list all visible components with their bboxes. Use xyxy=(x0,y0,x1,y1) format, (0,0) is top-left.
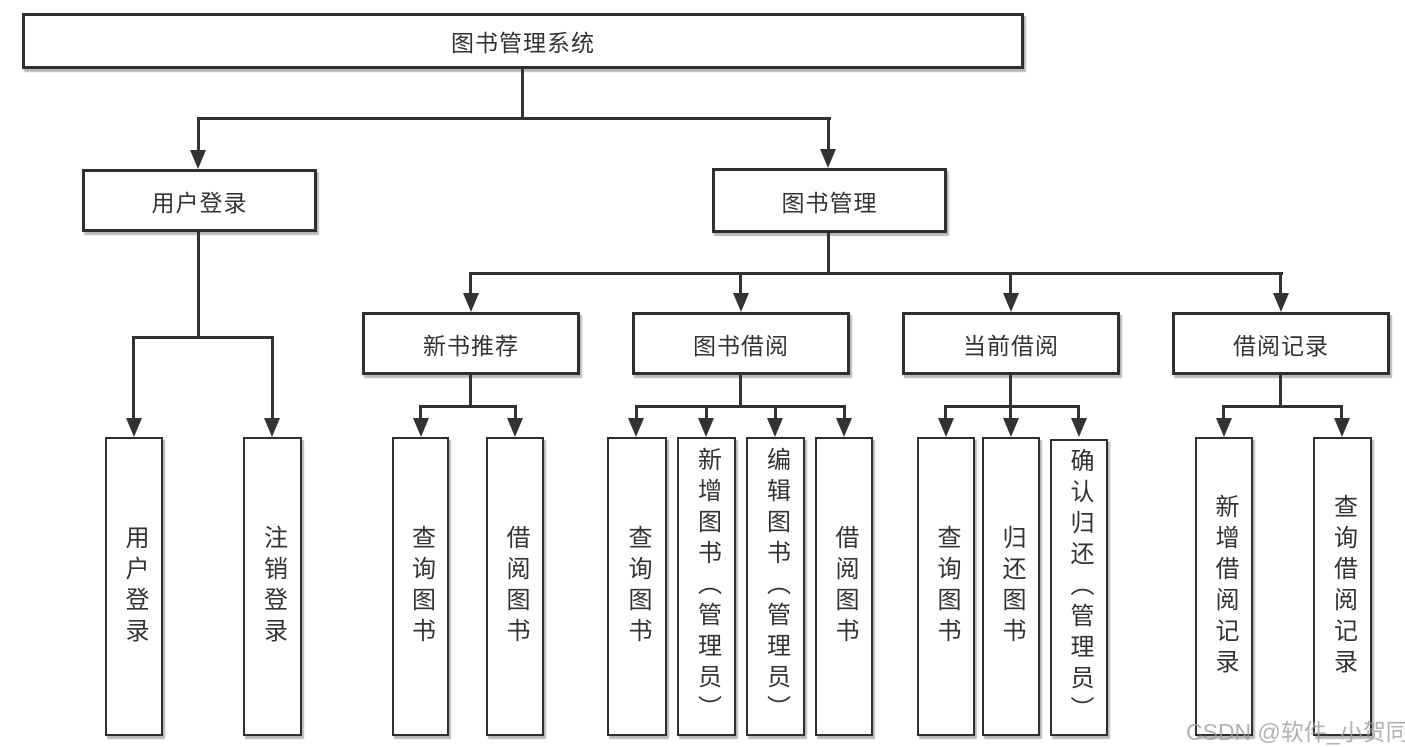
node-library-system: 图书管理系统 xyxy=(22,13,1024,69)
connector-to-bb-edit xyxy=(774,405,777,420)
connector-current-borrow-rail xyxy=(944,405,1080,408)
leaf-recommend-borrow-books: 借阅图书 xyxy=(486,437,544,736)
connector-user-login-rail xyxy=(132,336,274,339)
leaf-logout-label: 注销登录 xyxy=(259,524,287,649)
node-current-borrow: 当前借阅 xyxy=(902,312,1120,375)
leaf-records-query-record-label: 查询借阅记录 xyxy=(1329,493,1357,680)
leaf-user-login: 用户登录 xyxy=(105,437,163,736)
leaf-borrow-edit-books-admin-label: 编辑图书（管理员） xyxy=(762,447,790,726)
connector-to-cb-confirm xyxy=(1077,405,1080,420)
connector-to-book-mgmt xyxy=(827,117,830,150)
connector-to-current-borrow xyxy=(1009,272,1012,295)
connector-new-book-stem xyxy=(469,375,472,408)
connector-to-new-book xyxy=(469,272,472,295)
node-new-book-recommend-label: 新书推荐 xyxy=(423,332,519,359)
node-book-borrow-label: 图书借阅 xyxy=(693,332,789,359)
connector-book-mgmt-stem xyxy=(827,233,830,275)
arrow-to-book-borrow xyxy=(733,293,749,312)
leaf-current-confirm-return-admin-label: 确认归还（管理员） xyxy=(1066,448,1093,727)
leaf-current-return-books: 归还图书 xyxy=(982,437,1040,736)
connector-to-user-login xyxy=(197,117,200,151)
connector-borrow-records-rail xyxy=(1222,405,1343,408)
arrow-to-leaf-logout xyxy=(264,418,280,437)
node-user-login: 用户登录 xyxy=(82,169,317,232)
connector-borrow-records-stem xyxy=(1279,375,1282,408)
arrow-to-br-add xyxy=(1216,418,1232,437)
leaf-logout: 注销登录 xyxy=(243,437,302,736)
leaf-borrow-borrow-books-label: 借阅图书 xyxy=(831,524,858,649)
node-borrow-records-label: 借阅记录 xyxy=(1233,332,1329,359)
node-book-borrow: 图书借阅 xyxy=(632,312,850,375)
arrow-to-user-login xyxy=(190,150,206,169)
arrow-to-leaf-login xyxy=(126,418,142,437)
leaf-user-login-label: 用户登录 xyxy=(121,524,148,649)
leaf-borrow-query-books-label: 查询图书 xyxy=(624,524,651,649)
connector-user-login-stem xyxy=(197,232,200,339)
leaf-current-query-books: 查询图书 xyxy=(917,437,975,736)
arrow-to-new-book xyxy=(463,293,479,312)
connector-book-borrow-stem xyxy=(739,375,742,408)
connector-to-bb-query xyxy=(635,405,638,420)
connector-to-leaf-login xyxy=(132,336,135,420)
leaf-borrow-add-books-admin-label: 新增图书（管理员） xyxy=(693,447,721,726)
connector-to-rec-query xyxy=(419,405,422,420)
connector-to-book-borrow xyxy=(739,272,742,295)
node-library-system-label: 图书管理系统 xyxy=(451,30,595,56)
connector-to-borrow-records xyxy=(1279,272,1282,295)
arrow-to-rec-query xyxy=(413,418,429,437)
arrow-to-book-mgmt xyxy=(820,149,836,168)
leaf-borrow-query-books: 查询图书 xyxy=(607,437,667,736)
arrow-to-bb-add xyxy=(698,418,714,437)
node-book-management: 图书管理 xyxy=(712,168,947,233)
connector-to-br-query xyxy=(1340,405,1343,420)
leaf-current-return-books-label: 归还图书 xyxy=(998,524,1025,649)
arrow-to-cb-return xyxy=(1003,418,1019,437)
leaf-current-query-books-label: 查询图书 xyxy=(933,524,960,649)
leaf-recommend-query-books-label: 查询图书 xyxy=(407,524,435,649)
leaf-recommend-query-books: 查询图书 xyxy=(392,437,449,736)
leaf-borrow-add-books-admin: 新增图书（管理员） xyxy=(677,437,736,736)
arrow-to-cb-query xyxy=(938,418,954,437)
connector-to-cb-query xyxy=(944,405,947,420)
node-user-login-label: 用户登录 xyxy=(151,189,248,216)
node-current-borrow-label: 当前借阅 xyxy=(963,332,1059,359)
csdn-watermark: CSDN @软件_小贺同学 xyxy=(1186,719,1405,745)
connector-to-bb-add xyxy=(705,405,708,420)
leaf-current-confirm-return-admin: 确认归还（管理员） xyxy=(1050,439,1108,736)
connector-to-bb-borrow xyxy=(843,405,846,420)
arrow-to-rec-borrow xyxy=(507,418,523,437)
connector-root-stem xyxy=(521,69,524,117)
arrow-to-bb-edit xyxy=(767,418,783,437)
connector-current-borrow-stem xyxy=(1009,375,1012,408)
arrow-to-bb-query xyxy=(628,418,644,437)
node-borrow-records: 借阅记录 xyxy=(1172,312,1390,375)
arrow-to-borrow-records xyxy=(1273,293,1289,312)
connector-to-rec-borrow xyxy=(514,405,517,420)
leaf-borrow-borrow-books: 借阅图书 xyxy=(815,437,873,736)
node-new-book-recommend: 新书推荐 xyxy=(362,312,580,375)
arrow-to-cb-confirm xyxy=(1071,418,1087,437)
leaf-borrow-edit-books-admin: 编辑图书（管理员） xyxy=(746,437,805,736)
leaf-records-add-record-label: 新增借阅记录 xyxy=(1211,493,1238,680)
arrow-to-bb-borrow xyxy=(836,418,852,437)
arrow-to-br-query xyxy=(1334,418,1350,437)
leaf-recommend-borrow-books-label: 借阅图书 xyxy=(502,524,529,649)
leaf-records-add-record: 新增借阅记录 xyxy=(1195,437,1253,736)
connector-book-borrow-rail xyxy=(635,405,846,408)
connector-to-leaf-logout xyxy=(271,336,274,420)
connector-to-cb-return xyxy=(1009,405,1012,420)
connector-root-rail xyxy=(197,117,831,120)
connector-book-mgmt-rail xyxy=(469,272,1283,275)
arrow-to-current-borrow xyxy=(1003,293,1019,312)
connector-to-br-add xyxy=(1222,405,1225,420)
node-book-management-label: 图书管理 xyxy=(781,189,878,216)
leaf-records-query-record: 查询借阅记录 xyxy=(1313,437,1372,736)
connector-new-book-rail xyxy=(419,405,517,408)
